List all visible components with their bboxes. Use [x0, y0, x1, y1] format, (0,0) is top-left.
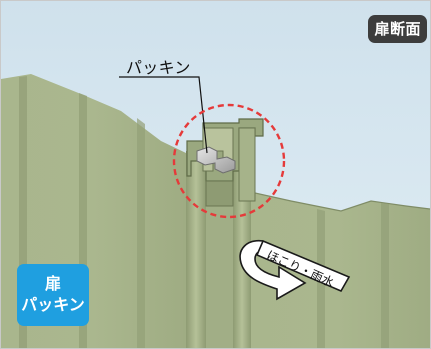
panel-rib — [381, 203, 389, 348]
door-section-base — [205, 180, 234, 207]
joint-post-left — [186, 151, 206, 348]
right-door-panel — [246, 191, 430, 348]
joint-post-center — [206, 201, 233, 348]
feature-badge: 扉 パッキン — [17, 264, 89, 326]
door-section-flange — [238, 127, 256, 202]
feature-badge-line-2: パッキン — [21, 295, 85, 314]
arrow-label-band — [255, 239, 351, 293]
section-badge: 扉断面 — [368, 15, 427, 43]
highlight-ring — [172, 103, 286, 219]
panel-top-edge — [245, 190, 430, 212]
gasket-packing — [196, 146, 236, 174]
callout-leader-line — [119, 76, 208, 154]
panel-rib — [137, 118, 145, 348]
callout-label: パッキン — [126, 58, 191, 77]
feature-badge-line-1: 扉 — [44, 274, 61, 293]
